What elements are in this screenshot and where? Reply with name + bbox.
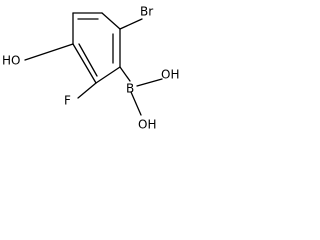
bond-to-boron xyxy=(119,66,131,82)
ring-bond-c5-c6 xyxy=(95,66,121,84)
atom-label-boron: B xyxy=(126,82,134,96)
bond-boron-oh-upper xyxy=(136,78,163,87)
atom-label-boronic-oh-upper: OH xyxy=(161,68,179,82)
atom-label-boronic-oh-lower: OH xyxy=(138,118,156,132)
ring-bond-c6-c1 xyxy=(72,43,97,84)
ring-double-bond-inner-left xyxy=(78,43,98,77)
bond-to-hydroxy xyxy=(24,43,74,61)
chemical-structure: Br HO F B OH OH xyxy=(2,5,179,132)
bond-boron-oh-lower xyxy=(130,91,142,116)
atom-label-bromo: Br xyxy=(140,5,153,19)
bond-to-fluoro xyxy=(77,82,97,99)
bond-to-bromo xyxy=(119,18,143,30)
atom-label-hydroxy: HO xyxy=(2,54,20,68)
ring-bond-c3-c4 xyxy=(101,12,121,30)
atom-label-fluoro: F xyxy=(64,94,71,108)
benzene-ring xyxy=(72,12,121,84)
